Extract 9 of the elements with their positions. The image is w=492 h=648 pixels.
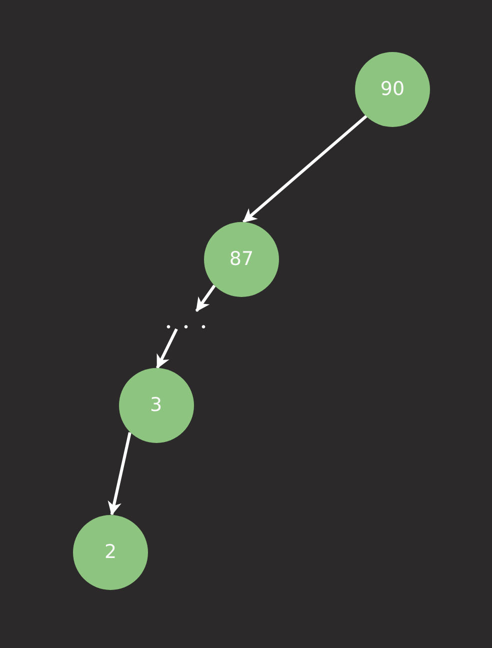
node-value: 90 bbox=[380, 80, 405, 98]
ellipsis: ... bbox=[165, 311, 218, 329]
node-value: 87 bbox=[229, 250, 254, 269]
node-value: 3 bbox=[150, 396, 162, 415]
arrow bbox=[108, 432, 132, 516]
arrow bbox=[195, 284, 216, 312]
arrow bbox=[156, 328, 178, 369]
arrow bbox=[242, 114, 368, 224]
node-value: 2 bbox=[104, 542, 117, 562]
